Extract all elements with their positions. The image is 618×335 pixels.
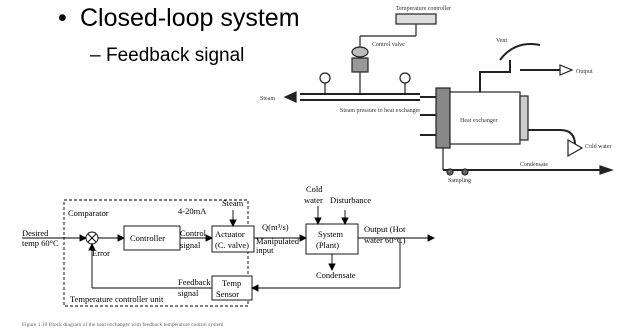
sensor-label-1: Temp bbox=[222, 278, 241, 288]
feedback-label-1: Feedback bbox=[178, 277, 211, 287]
control-signal-label-1: Control bbox=[180, 228, 207, 238]
steam-label: Steam bbox=[222, 198, 244, 208]
output-label-2: water 60°C) bbox=[364, 235, 406, 245]
bullet-closed-loop: • Closed-loop system bbox=[58, 4, 300, 33]
gauge-left-icon bbox=[319, 72, 331, 84]
heat-exchanger bbox=[449, 91, 521, 145]
plant-label-exchanger: Heat exchanger bbox=[460, 118, 497, 124]
comparator-label: Comparator bbox=[68, 208, 109, 218]
figure-caption: Figure 1.10 Block diagram of the heat ex… bbox=[22, 322, 224, 328]
error-label: Error bbox=[92, 248, 110, 258]
controller-label: Controller bbox=[130, 233, 165, 243]
system-label-1: System bbox=[318, 229, 343, 239]
system-block bbox=[305, 223, 359, 255]
control-valve-body bbox=[351, 57, 369, 73]
steam-arrow-icon bbox=[283, 91, 297, 103]
manipulated-label-1: Manipulated bbox=[256, 236, 300, 246]
control-valve-top bbox=[351, 46, 369, 58]
plant-label-steam: Steam bbox=[260, 96, 275, 102]
plant-label-vent: Vent bbox=[496, 38, 507, 44]
controller-unit-label: Temperature controller unit bbox=[70, 294, 164, 304]
plant-label-controller: Temperature controller bbox=[396, 6, 451, 12]
bullet-sub-text: Feedback signal bbox=[106, 45, 245, 66]
bullet-feedback: –Feedback signal bbox=[90, 45, 244, 67]
feedback-label-2: signal bbox=[178, 288, 199, 298]
plant-label-cold-water: Cold water bbox=[585, 144, 612, 150]
plant-label-output: Output bbox=[576, 69, 593, 75]
control-signal-label-2: signal bbox=[180, 240, 201, 250]
actuator-block bbox=[211, 225, 255, 253]
dash-icon: – bbox=[90, 45, 101, 66]
output-arrow-icon bbox=[559, 64, 574, 76]
cold-water-label-1: Cold bbox=[306, 184, 323, 194]
sensor-label-2: Sensor bbox=[216, 289, 239, 299]
plant-label-condensate: Condensate bbox=[520, 162, 548, 168]
actuator-label-1: Actuator bbox=[215, 229, 245, 239]
plant-label-valve: Control valve bbox=[372, 42, 405, 48]
actuator-label-2: (C. valve) bbox=[215, 240, 249, 250]
condensate-arrow-icon bbox=[599, 165, 614, 175]
plant-label-steam-pressure: Steam pressure to heat exchanger bbox=[340, 108, 420, 114]
bullet-dot-icon: • bbox=[58, 4, 67, 32]
output-label-1: Output (Hot bbox=[364, 224, 406, 234]
temp-controller-box bbox=[395, 13, 437, 25]
flow-label: Q(m³/s) bbox=[262, 222, 289, 232]
condensate-label: Condensate bbox=[316, 270, 356, 280]
system-label-2: (Plant) bbox=[316, 240, 339, 250]
controller-unit-boundary bbox=[63, 199, 249, 307]
disturbance-label: Disturbance bbox=[330, 195, 371, 205]
cold-water-label-2: water bbox=[304, 195, 323, 205]
exchanger-flange bbox=[435, 87, 451, 149]
bullet-main-text: Closed-loop system bbox=[80, 4, 300, 32]
signal-range-label: 4-20mA bbox=[178, 206, 207, 216]
manipulated-label-2: input bbox=[256, 245, 274, 255]
cold-water-arrow-icon bbox=[567, 138, 584, 158]
gauge-right-icon bbox=[399, 72, 411, 84]
plant-label-sampling: Sampling bbox=[448, 178, 471, 184]
desired-temp-label-1: Desired bbox=[22, 228, 49, 238]
desired-temp-label-2: temp 60°C bbox=[22, 238, 59, 248]
